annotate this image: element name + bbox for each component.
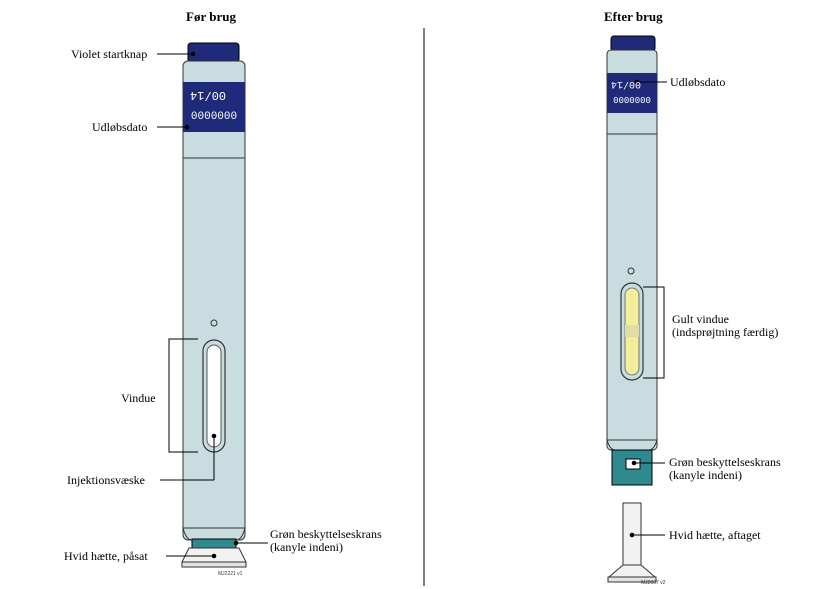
figure-code-before: MJ2221 v1 [218,571,243,577]
violet-start-button [187,42,240,63]
label-white-cap-after: Hvid hætte, aftaget [669,528,761,542]
label-yellow-window: Gult vindue (indsprøjtning færdig) [672,313,778,339]
pen-tip [606,439,658,451]
violet-start-button [610,35,656,52]
expiry-band [607,73,657,113]
yellow-window-band [625,325,639,337]
label-white-cap-before: Hvid hætte, påsat [64,549,148,563]
label-green-collar-after-line1: Grøn beskyttelseskrans [669,455,781,469]
label-window: Vindue [121,391,156,405]
pen-before-date: 00/14 [190,88,227,102]
label-expiry-before: Udløbsdato [92,120,148,134]
title-after: Efter brug [604,9,663,24]
label-yellow-window-line1: Gult vindue [672,312,729,326]
label-green-collar-before-line1: Grøn beskyttelseskrans [270,527,382,541]
window-liquid [206,344,222,448]
label-green-collar-after: Grøn beskyttelseskrans (kanyle indeni) [669,456,781,482]
pen-before-lot: 0000000 [190,111,238,123]
indicator-dot [627,267,635,275]
label-expiry-after: Udløbsdato [670,75,726,89]
title-before: Før brug [186,9,236,24]
pen-tip [182,527,246,541]
indicator-dot [210,319,218,327]
figure-code-after: MJ2007 v2 [641,580,666,586]
pen-after [606,35,658,583]
pen-after-date: 00/14 [611,78,642,89]
label-yellow-window-line2: (indsprøjtning færdig) [672,325,779,339]
pen-after-lot: 0000000 [613,96,651,106]
label-green-collar-after-line2: (kanyle indeni) [669,468,742,482]
white-cap-flare [607,564,657,578]
label-start-button: Violet startknap [71,47,148,61]
label-liquid: Injektionsvæske [67,473,145,487]
expiry-band [183,82,245,132]
label-green-collar-before: Grøn beskyttelseskrans (kanyle indeni) [270,528,382,554]
white-cap-base [607,576,657,583]
green-collar [191,538,237,549]
white-cap-base [181,561,247,568]
label-green-collar-before-line2: (kanyle indeni) [270,540,343,554]
